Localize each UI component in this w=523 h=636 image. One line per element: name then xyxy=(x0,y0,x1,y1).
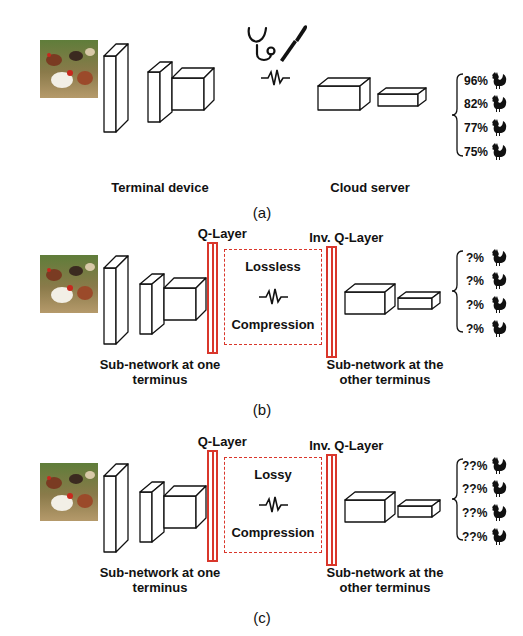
panel-b xyxy=(40,249,506,344)
layer-side xyxy=(432,292,440,309)
group-label: Sub-network at the other terminus xyxy=(320,357,450,387)
quantization-layer: Q-Layer xyxy=(207,242,218,354)
signal-wave xyxy=(261,70,290,85)
layer-side xyxy=(385,284,395,314)
bracket xyxy=(452,74,463,156)
compression-label: Lossy xyxy=(254,467,292,482)
quantization-layer: Inv. Q-Layer xyxy=(326,454,337,566)
layer-front xyxy=(164,288,196,320)
layer-blocks xyxy=(104,256,440,344)
probability-value: ??% xyxy=(462,506,490,521)
scalpel-icon xyxy=(280,25,307,62)
layer-front xyxy=(398,298,432,309)
layer-front xyxy=(148,72,160,122)
layer-label: Inv. Q-Layer xyxy=(309,438,383,453)
scalpel-handle xyxy=(280,40,297,62)
probability-value: ?% xyxy=(466,322,490,337)
layer-front xyxy=(378,94,418,106)
layer-front xyxy=(104,268,116,344)
group-label: Cloud server xyxy=(305,180,435,195)
layer-side xyxy=(360,78,370,110)
layer-front xyxy=(318,86,360,110)
probability-value: 75% xyxy=(464,145,492,160)
layer-front xyxy=(172,78,204,110)
rooster-icon xyxy=(492,249,506,266)
layer-label: Q-Layer xyxy=(198,434,247,449)
panel-c xyxy=(40,457,506,552)
probability-value: ?% xyxy=(466,298,490,313)
panel-caption: (b) xyxy=(247,402,277,417)
rooster-icon xyxy=(492,143,506,160)
quantization-layer: Q-Layer xyxy=(207,450,218,562)
rooster-icon xyxy=(492,119,506,136)
panel-a xyxy=(40,25,506,160)
probability-value: ??% xyxy=(462,482,490,497)
rooster-icon xyxy=(492,296,506,313)
probability-value: ?% xyxy=(466,274,490,289)
layer-label: Inv. Q-Layer xyxy=(309,230,383,245)
layer-front xyxy=(140,284,152,334)
stethoscope-bell xyxy=(268,48,275,55)
layer-front xyxy=(104,56,116,132)
layer-front xyxy=(345,292,385,314)
bracket xyxy=(452,251,463,332)
probability-value: ?% xyxy=(466,251,490,266)
layer-side xyxy=(116,256,128,344)
stethoscope-icon xyxy=(249,28,275,60)
panel-caption: (c) xyxy=(247,610,277,625)
rooster-icon xyxy=(492,320,506,337)
stethoscope-tube xyxy=(249,28,266,42)
chicken-photo xyxy=(40,40,98,98)
scalpel-blade xyxy=(295,25,307,42)
layer-blocks xyxy=(104,44,426,132)
probability-value: 77% xyxy=(464,121,492,136)
compression-label: Lossless xyxy=(245,259,301,274)
layer-side xyxy=(196,278,206,320)
compression-box: LossyCompression xyxy=(224,457,322,553)
probability-value: ??% xyxy=(462,530,490,545)
compression-label: Compression xyxy=(231,317,314,332)
probability-value: ??% xyxy=(462,459,490,474)
group-label: Terminal device xyxy=(85,180,235,195)
layer-label: Q-Layer xyxy=(198,226,247,241)
rooster-icon xyxy=(492,95,506,112)
layer-side xyxy=(152,274,164,334)
group-label: Sub-network at one terminus xyxy=(95,565,225,595)
layer-side xyxy=(204,68,214,110)
probability-value: 96% xyxy=(464,74,492,89)
layer-side xyxy=(418,88,426,106)
quantization-layer: Inv. Q-Layer xyxy=(326,246,337,358)
signal-wave xyxy=(259,289,288,304)
rooster-icon xyxy=(492,272,506,289)
group-label: Sub-network at the other terminus xyxy=(320,565,450,595)
compression-box: LosslessCompression xyxy=(224,249,322,345)
group-label: Sub-network at one terminus xyxy=(95,357,225,387)
compression-label: Compression xyxy=(231,525,314,540)
chicken-photo xyxy=(40,255,98,313)
layer-side xyxy=(160,62,172,122)
probability-value: 82% xyxy=(464,97,492,112)
layer-side xyxy=(116,44,128,132)
rooster-icon xyxy=(492,72,506,89)
panel-caption: (a) xyxy=(247,205,277,220)
